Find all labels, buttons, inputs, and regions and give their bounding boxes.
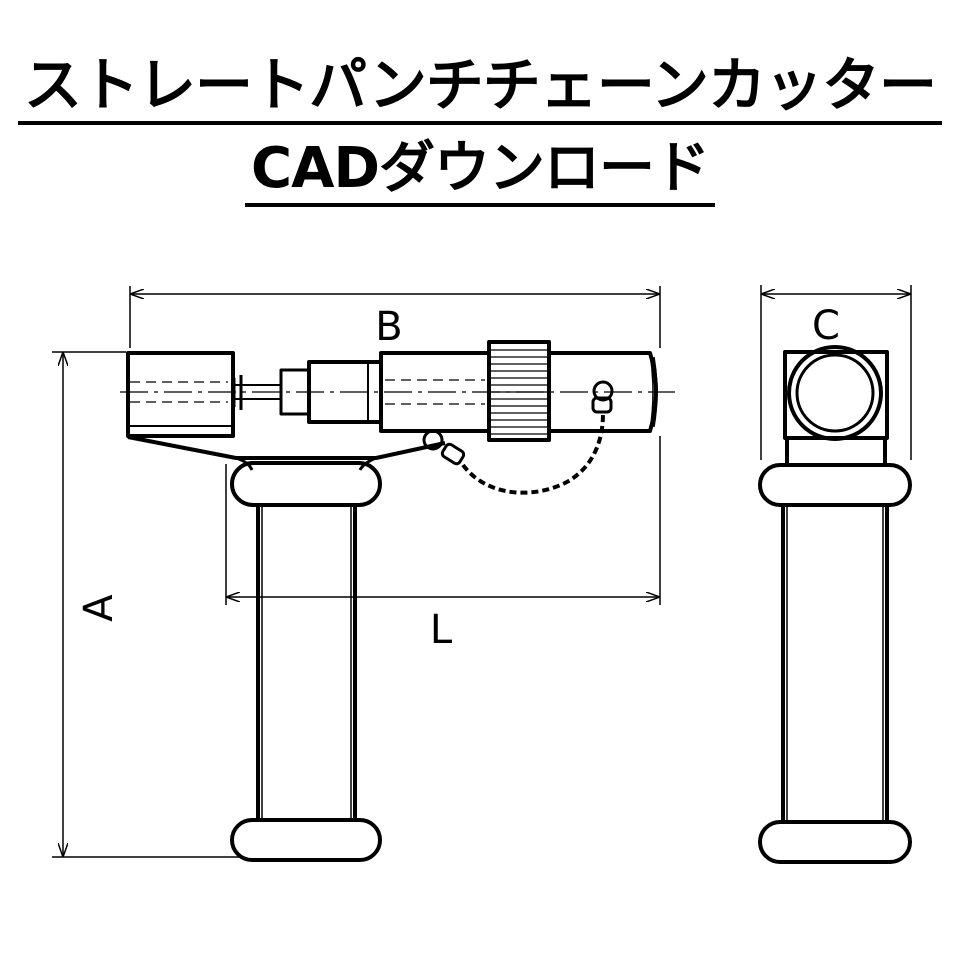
side-top-collar (758, 463, 912, 507)
retaining-chain (422, 380, 614, 495)
side-bottom-collar (758, 820, 912, 864)
side-head-outer-ring (787, 345, 883, 441)
body-bracket (127, 435, 446, 460)
front-view (120, 340, 675, 862)
title-block: ストレートパンチチェーンカッター CADダウンロード (0, 52, 960, 208)
title-line-2: CADダウンロード (245, 136, 715, 208)
side-head-inner-ring (795, 353, 875, 433)
dimension-b-label: B (375, 304, 402, 350)
dimension-c-label: C (812, 303, 840, 349)
knurled-nut (487, 340, 551, 442)
handle-bottom-collar (230, 818, 382, 862)
dimension-l-label: L (430, 607, 453, 653)
dimension-a-label: A (76, 594, 122, 622)
title-line-1: ストレートパンチチェーンカッター (17, 52, 942, 125)
dimension-lines (52, 285, 912, 858)
handle-top-collar (230, 461, 382, 507)
left-block (126, 351, 235, 438)
side-view (758, 345, 912, 864)
handle (230, 461, 382, 862)
